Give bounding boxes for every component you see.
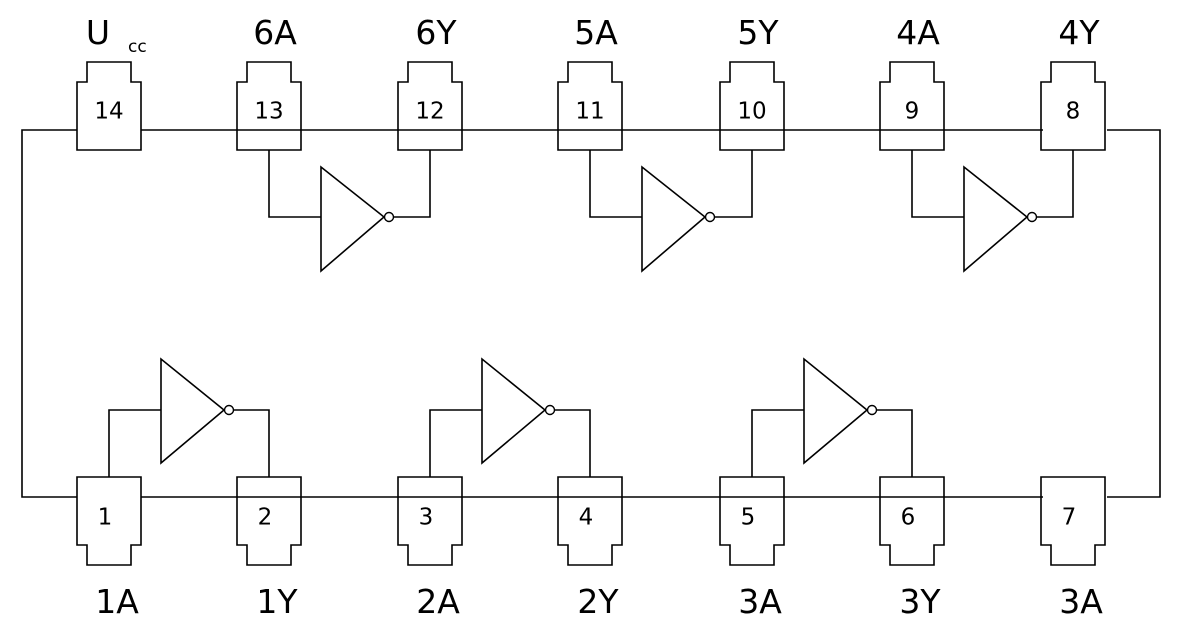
pin-body: [397, 61, 463, 151]
pin-number: 2: [258, 505, 273, 531]
gate-output-wire: [1037, 150, 1074, 218]
pin-number: 12: [415, 99, 444, 125]
pin-body: [236, 476, 302, 566]
inverter-gate: [268, 150, 431, 273]
inverter-bubble: [383, 211, 395, 223]
inverter-triangle: [320, 165, 386, 273]
pin-number: 6: [901, 505, 916, 531]
gate-input-wire: [108, 409, 161, 477]
pin-body: [236, 61, 302, 151]
pin-label: 1A: [95, 582, 139, 621]
inverter-gate: [589, 150, 753, 273]
inverter-bubble: [866, 404, 878, 416]
inverter-triangle: [481, 357, 547, 465]
pin-3: 3: [397, 476, 463, 566]
gate-input-wire: [751, 409, 804, 477]
gate-input-wire: [268, 150, 321, 218]
pin-body: [557, 61, 623, 151]
gate-input-wire: [589, 150, 642, 218]
pin-body: [879, 476, 945, 566]
inverter-triangle: [963, 165, 1029, 273]
pin-body: [1040, 61, 1106, 151]
pin-body: [76, 61, 142, 151]
pin-number: 13: [254, 99, 283, 125]
pin-label: U: [86, 13, 110, 52]
pin-number: 1: [98, 505, 113, 531]
pin-label: 6Y: [415, 13, 457, 52]
pin-5: 5: [719, 476, 785, 566]
pin-body: [1040, 476, 1106, 566]
pin-label: 6A: [253, 13, 297, 52]
inverter-triangle: [641, 165, 707, 273]
pin-14: 14: [76, 61, 142, 151]
pin-10: 10: [719, 61, 785, 151]
pin-number: 11: [575, 99, 604, 125]
gates-layer: [108, 150, 1074, 477]
pin-6: 6: [879, 476, 945, 566]
inverter-gate: [108, 357, 270, 477]
pin-7: 7: [1040, 476, 1106, 566]
right-bus-wire: [1107, 129, 1161, 498]
pin-number: 4: [579, 505, 594, 531]
pin-number: 3: [419, 505, 434, 531]
pin-11: 11: [557, 61, 623, 151]
gate-output-wire: [555, 409, 591, 477]
inverter-bubble: [704, 211, 716, 223]
pin-body: [397, 476, 463, 566]
pin-label: 2Y: [577, 582, 619, 621]
pin-number: 14: [94, 99, 123, 125]
pin-number: 7: [1062, 505, 1077, 531]
pin-4: 4: [557, 476, 623, 566]
gate-output-wire: [715, 150, 753, 218]
pin-label: 3A: [1059, 582, 1103, 621]
pin-body: [879, 61, 945, 151]
inverter-bubble: [544, 404, 556, 416]
left-bus-wire: [21, 129, 77, 498]
gate-output-wire: [394, 150, 431, 218]
inverter-gate: [429, 357, 591, 477]
pin-12: 12: [397, 61, 463, 151]
pin-1: 1: [76, 476, 142, 566]
pin-body: [719, 476, 785, 566]
pin-label: 3A: [738, 582, 782, 621]
inverter-gate: [911, 150, 1074, 273]
pin-label: 2A: [416, 582, 460, 621]
inverter-bubble: [1026, 211, 1038, 223]
gate-output-wire: [234, 409, 270, 477]
pin-number: 5: [741, 505, 756, 531]
pin-number: 9: [905, 99, 920, 125]
pin-label: 4A: [896, 13, 940, 52]
pin-8: 8: [1040, 61, 1106, 151]
pin-label: 4Y: [1058, 13, 1100, 52]
gate-input-wire: [429, 409, 482, 477]
pin-body: [719, 61, 785, 151]
pin-label: 1Y: [256, 582, 298, 621]
pin-label-subscript: cc: [128, 37, 147, 57]
pin-label: 5Y: [737, 13, 779, 52]
pin-number: 10: [737, 99, 766, 125]
pin-9: 9: [879, 61, 945, 151]
pin-label: 5A: [574, 13, 618, 52]
gate-input-wire: [911, 150, 964, 218]
pin-body: [76, 476, 142, 566]
inverter-bubble: [223, 404, 235, 416]
pin-label: 3Y: [899, 582, 941, 621]
pin-body: [557, 476, 623, 566]
inverter-triangle: [803, 357, 869, 465]
inverter-triangle: [160, 357, 226, 465]
pin-13: 13: [236, 61, 302, 151]
pin-number: 8: [1066, 99, 1081, 125]
inverter-gate: [751, 357, 913, 477]
pin-2: 2: [236, 476, 302, 566]
gate-output-wire: [877, 409, 913, 477]
